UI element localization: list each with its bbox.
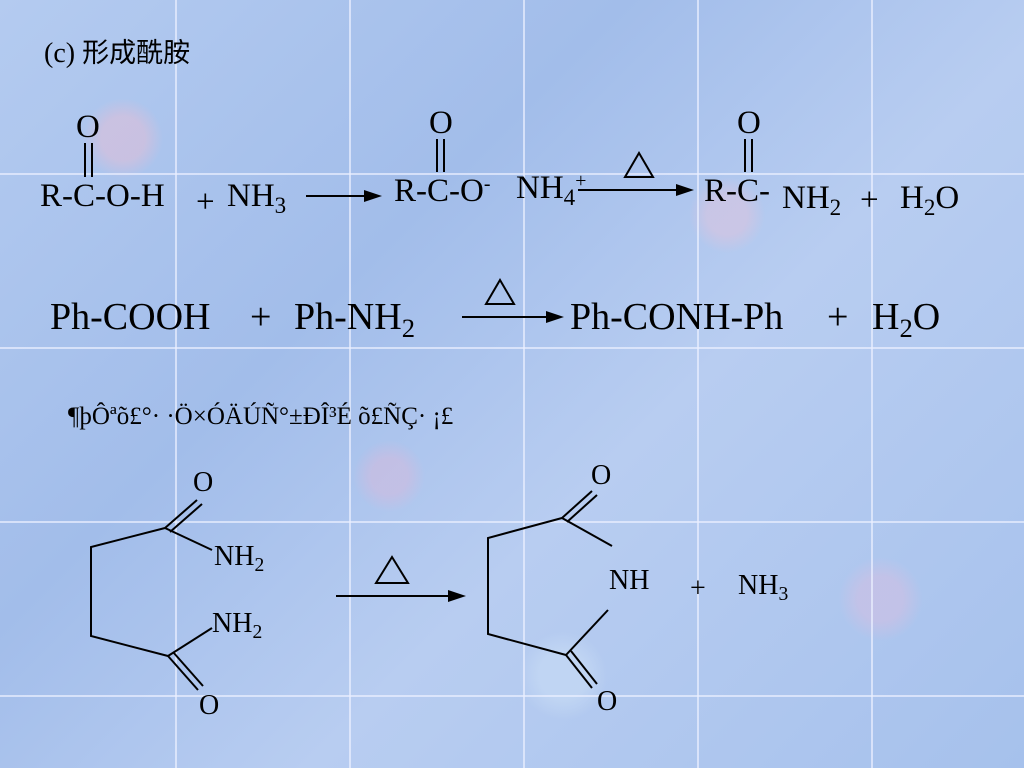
r1-carbonyl-o-1: O [76,109,100,145]
r3-product-ring [487,517,567,656]
r1-carboxylate: R-C-O- [394,173,491,209]
r3-o-bottom-left: O [199,690,220,721]
r2-reactant-1: Ph-COOH [50,296,211,338]
r2-plus-2: + [827,296,849,338]
r1-carbonyl-o-2: O [429,105,453,141]
r1-plus-1: + [196,184,215,220]
r2-product: Ph-CONH-Ph [570,296,784,338]
r1-reactant: R-C-O-H [40,178,165,214]
r1-carbonyl-o-3: O [737,105,761,141]
r1-ammonia: NH3 [227,178,287,218]
r1-water: H2O [900,180,960,220]
r3-ammonia: NH3 [738,570,789,605]
r3-nh2-lower: NH2 [212,608,263,643]
section-title: 形成酰胺 [82,38,191,69]
r1-amide-nh2: NH2 [782,180,842,220]
r2-water: H2O [872,296,941,343]
r3-reactant-chain [90,527,169,657]
garbled-caption: ¶þÔªõ£°· ·Ö×ÓÄÚÑ°±ÐÎ³É õ£ÑÇ· ¡£ [68,403,454,430]
r1-plus-2: + [860,182,879,218]
triangle-heat-icon [374,555,410,584]
r2-plus-1: + [250,296,272,338]
r1-amide-r: R-C- [704,173,770,209]
r1-ammonium: NH4+ [516,170,587,210]
triangle-heat-icon [623,151,655,178]
r3-o-bottom-right: O [597,686,618,717]
r3-o-top-right: O [591,460,612,491]
r3-nh-imide: NH [609,565,650,596]
section-heading: (c) 形成酰胺 [44,40,190,68]
section-label: (c) [44,38,76,69]
r2-reactant-2: Ph-NH2 [294,296,415,343]
r3-nh2-upper: NH2 [214,541,265,576]
r3-o-top-left: O [193,467,214,498]
triangle-heat-icon [484,278,516,305]
r3-plus: + [690,573,706,604]
